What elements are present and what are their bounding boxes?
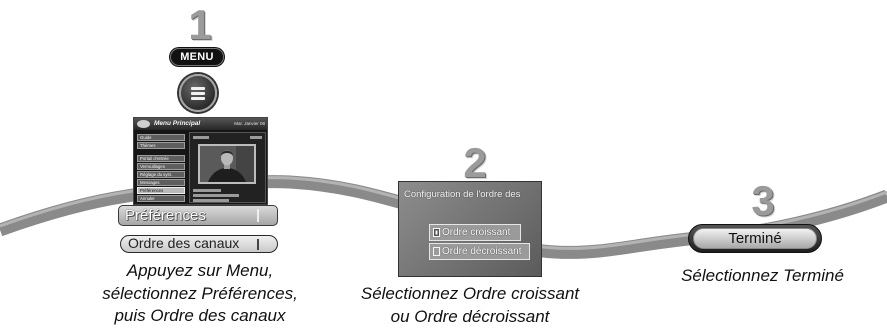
order-config-screenshot: Configuration de l'ordre des Ordre crois… <box>398 181 542 277</box>
screen-menu-item[interactable]: Réglage du syst. <box>137 171 185 178</box>
config-screen-title: Configuration de l'ordre des <box>404 189 521 200</box>
preferences-button-label: Préférences <box>125 207 206 224</box>
screen-menu-item[interactable]: Messages <box>137 179 185 186</box>
caption-line: Appuyez sur Menu, <box>126 261 274 280</box>
preview-info-bar <box>193 194 239 197</box>
option-checkbox-icon <box>433 247 440 256</box>
main-menu-screenshot: Menu Principal Mar. Janvier 08 Guide Thè… <box>133 117 268 205</box>
screen-menu-group-bottom: Portail d'entrée Verrouillages Réglage d… <box>137 155 185 203</box>
descending-order-option[interactable]: Ordre décroissant <box>429 243 530 260</box>
caption-line: sélectionnez Préférences, <box>102 283 298 303</box>
provider-logo-icon <box>137 120 150 128</box>
termine-button[interactable]: Terminé <box>688 224 822 253</box>
termine-button-face: Terminé <box>693 228 817 249</box>
menu-key-label[interactable]: MENU <box>170 48 224 66</box>
screen-menu-item[interactable]: Préférences <box>137 187 185 194</box>
step-3-caption: Sélectionnez Terminé <box>650 265 875 288</box>
caption-line: Sélectionnez Ordre croissant <box>360 284 580 303</box>
caption-line: ou Ordre décroissant <box>390 306 550 326</box>
screen-menu-group-top: Guide Thèmes <box>137 134 185 150</box>
caption-line: puis Ordre des canaux <box>114 306 286 325</box>
menu-lines-icon <box>191 87 205 100</box>
screen-menu-item[interactable]: Annuler <box>137 195 185 202</box>
preferences-button[interactable]: Préférences <box>118 205 278 226</box>
preview-info-bar <box>193 199 229 202</box>
screen-preview-panel <box>189 132 266 203</box>
screen-header-bar: Menu Principal Mar. Janvier 08 <box>134 118 267 130</box>
button-divider <box>257 209 259 222</box>
screen-menu-item[interactable]: Thèmes <box>137 142 185 149</box>
button-divider <box>257 239 259 250</box>
video-preview-window <box>198 144 256 184</box>
preview-info-bar <box>250 136 262 139</box>
step-2-caption: Sélectionnez Ordre croissant ou Ordre dé… <box>335 283 605 328</box>
screen-menu-item[interactable]: Guide <box>137 134 185 141</box>
channel-order-button[interactable]: Ordre des canaux <box>120 235 278 253</box>
preview-info-bar <box>193 136 209 139</box>
step-1-caption: Appuyez sur Menu, sélectionnez Préférenc… <box>60 260 340 328</box>
menu-remote-button[interactable] <box>179 74 217 112</box>
option-label: Ordre décroissant <box>442 246 522 257</box>
menu-lines-icon-bar <box>191 97 205 100</box>
option-label: Ordre croissant <box>442 227 511 238</box>
screen-menu-item[interactable]: Verrouillages <box>137 163 185 170</box>
step-1-number: 1 <box>188 1 212 48</box>
ascending-order-option[interactable]: Ordre croissant <box>429 224 521 241</box>
screen-menu-item[interactable]: Portail d'entrée <box>137 155 185 162</box>
menu-lines-icon-bar <box>191 92 205 95</box>
screen-title: Menu Principal <box>154 120 201 127</box>
step-3-number: 3 <box>751 177 775 224</box>
step-2-number: 2 <box>463 139 487 186</box>
channel-order-button-label: Ordre des canaux <box>128 235 240 251</box>
screen-date: Mar. Janvier 08 <box>234 121 265 126</box>
menu-lines-icon-bar <box>191 87 205 90</box>
preview-info-bar <box>193 189 221 192</box>
termine-button-label: Terminé <box>728 230 782 247</box>
caption-line: Sélectionnez Terminé <box>681 266 844 285</box>
option-checkbox-icon <box>433 228 440 237</box>
video-person-figure <box>200 146 254 182</box>
